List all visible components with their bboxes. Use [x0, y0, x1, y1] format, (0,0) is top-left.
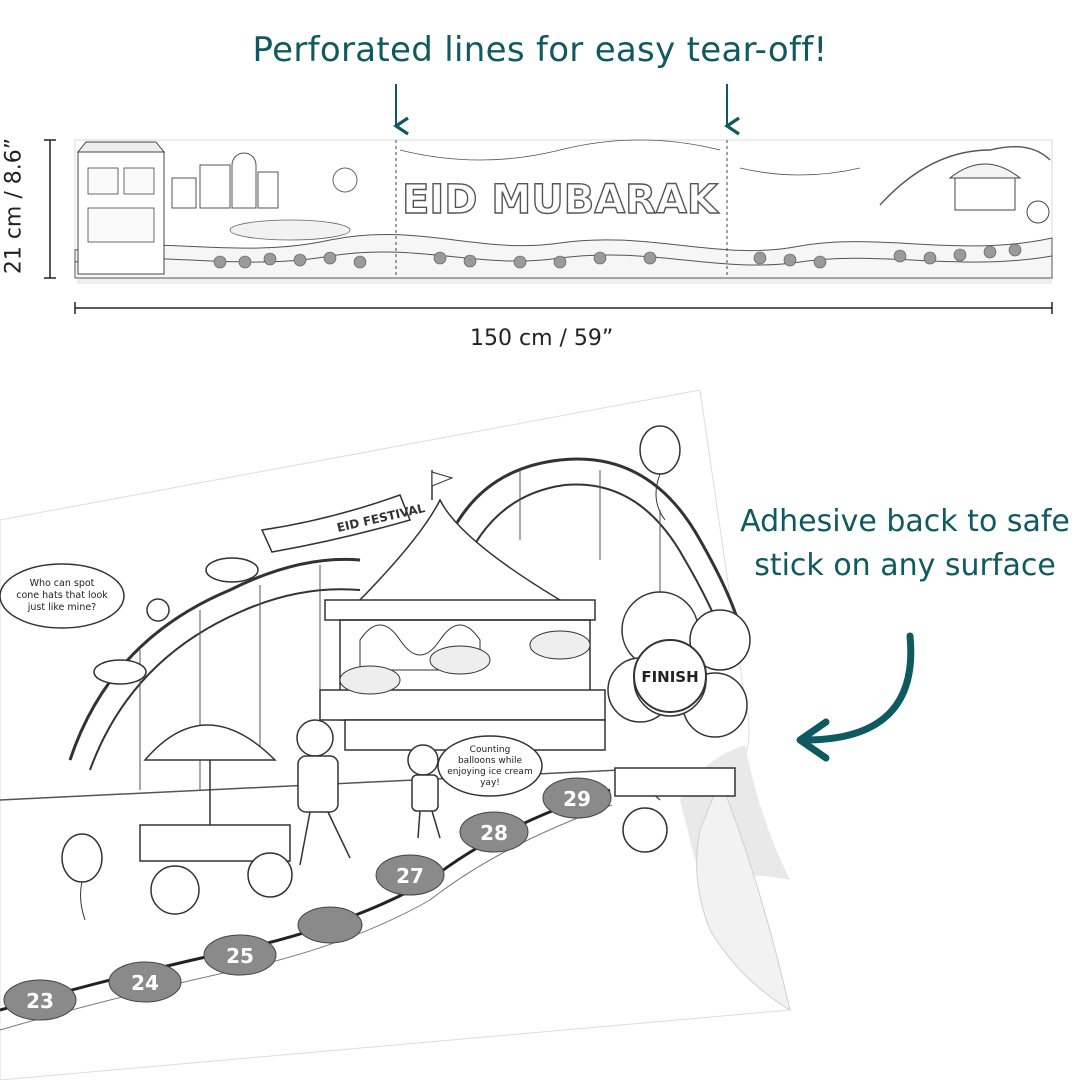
speech-2-line-4: yay! [480, 778, 500, 788]
path-stone-26 [297, 906, 363, 944]
path-stone-23 [3, 979, 77, 1021]
speech-1-line-1: Who can spot [30, 578, 95, 589]
speech-1-line-3: just like mine? [27, 602, 96, 613]
path-stone-29 [542, 777, 612, 819]
height-dimension-line [44, 139, 56, 279]
width-dimension-line [74, 302, 1053, 314]
path-stone-25 [203, 934, 277, 976]
path-number-27: 27 [396, 864, 424, 888]
speech-2-line-3: enjoying ice cream [447, 767, 532, 777]
speech-bubble-balloons: Counting balloons while enjoying ice cre… [447, 745, 532, 788]
path-stone-24 [108, 961, 182, 1003]
finish-label: FINISH [641, 668, 698, 686]
banner-title: EID MUBARAK [402, 177, 720, 223]
finish-badge: FINISH [633, 639, 707, 713]
speech-bubble-cone-hats: Who can spot cone hats that look just li… [16, 578, 108, 613]
path-number-26: 26 [316, 914, 344, 938]
banner-strip-overview [74, 139, 1053, 284]
path-stone-27 [375, 854, 445, 896]
speech-1-line-2: cone hats that look [16, 590, 108, 601]
speech-2-line-1: Counting [470, 745, 511, 755]
adhesive-note-line-2: stick on any surface [754, 548, 1056, 583]
path-number-24: 24 [131, 971, 159, 995]
path-number-25: 25 [226, 944, 254, 968]
adhesive-note-line-1: Adhesive back to safe [740, 504, 1070, 539]
headline: Perforated lines for easy tear-off! [252, 30, 828, 70]
height-label: 21 cm / 8.6” [1, 137, 27, 275]
speech-2-line-2: balloons while [458, 756, 523, 766]
path-number-29: 29 [563, 787, 591, 811]
path-stone-28 [459, 811, 529, 853]
curl-arrow [796, 632, 915, 762]
adhesive-note: Adhesive back to safe stick on any surfa… [735, 500, 1075, 588]
path-number-23: 23 [26, 989, 54, 1013]
width-label: 150 cm / 59” [470, 326, 614, 351]
path-number-28: 28 [480, 821, 508, 845]
path-stones [3, 777, 612, 1021]
